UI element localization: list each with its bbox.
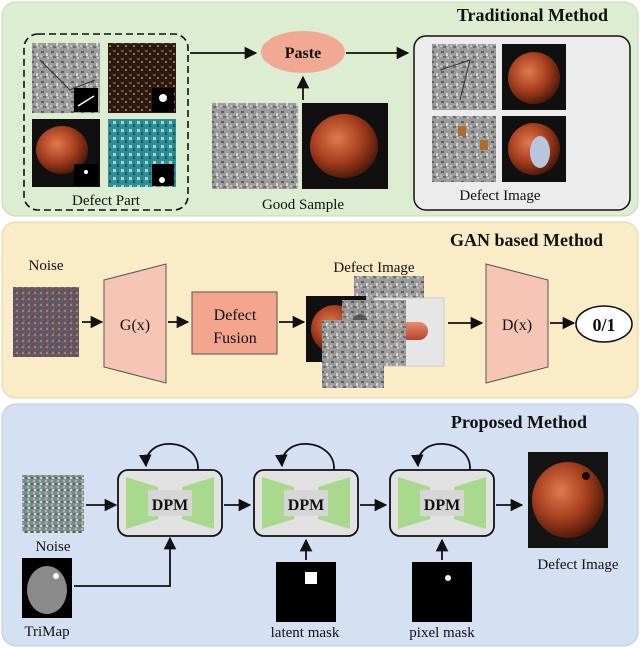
trimap-label: TriMap [24,624,69,640]
dpm-label-1: DPM [152,497,188,514]
defect-part-label: Defect Part [72,193,141,209]
defect-image-label-traditional: Defect Image [459,188,541,204]
proposed-noise-label: Noise [36,539,71,555]
pixel-mask-label: pixel mask [409,625,475,641]
fusion-label-line2: Fusion [213,330,257,347]
output-label: 0/1 [592,315,615,335]
generator-block [103,263,167,384]
dpm-block-2: DPM [253,443,359,537]
good-sample-label: Good Sample [262,197,344,213]
latent-mask-image [276,562,336,622]
fusion-label-line1: Defect [214,307,257,324]
proposed-noise-image [22,475,84,533]
paste-label: Paste [285,45,321,62]
defect-image-tile-1 [432,44,496,110]
proposed-defect-image-label: Defect Image [537,557,619,573]
defect-fusion-block [191,291,278,355]
dpm-block-3: DPM [389,443,495,537]
gan-section: GAN based Method Noise G(x) Defect Fusio… [1,221,639,399]
pixel-mask-image [412,562,472,622]
gan-noise-image [13,287,79,357]
dpm-block-1: DPM [117,443,223,537]
paste-node [261,31,345,73]
gan-title: GAN based Method [450,230,603,250]
dpm-label-3: DPM [424,497,460,514]
proposed-section: Proposed Method Noise TriMap DPM DPM [1,403,639,647]
traditional-section: Traditional Method Defect Part Paste Goo… [1,1,639,217]
output-node [575,305,633,343]
traditional-title: Traditional Method [457,5,608,25]
discriminator-label: D(x) [502,317,532,334]
generator-label: G(x) [120,317,150,334]
dpm-label-2: DPM [288,497,324,514]
gan-defect-image-label: Defect Image [333,260,415,276]
latent-mask-label: latent mask [271,625,340,641]
gan-defect-image-stack [306,276,445,388]
good-sample-texture [212,103,298,189]
proposed-title: Proposed Method [451,412,587,432]
discriminator-block [485,263,549,384]
gan-noise-label: Noise [29,258,64,274]
defect-part-box [23,33,189,211]
